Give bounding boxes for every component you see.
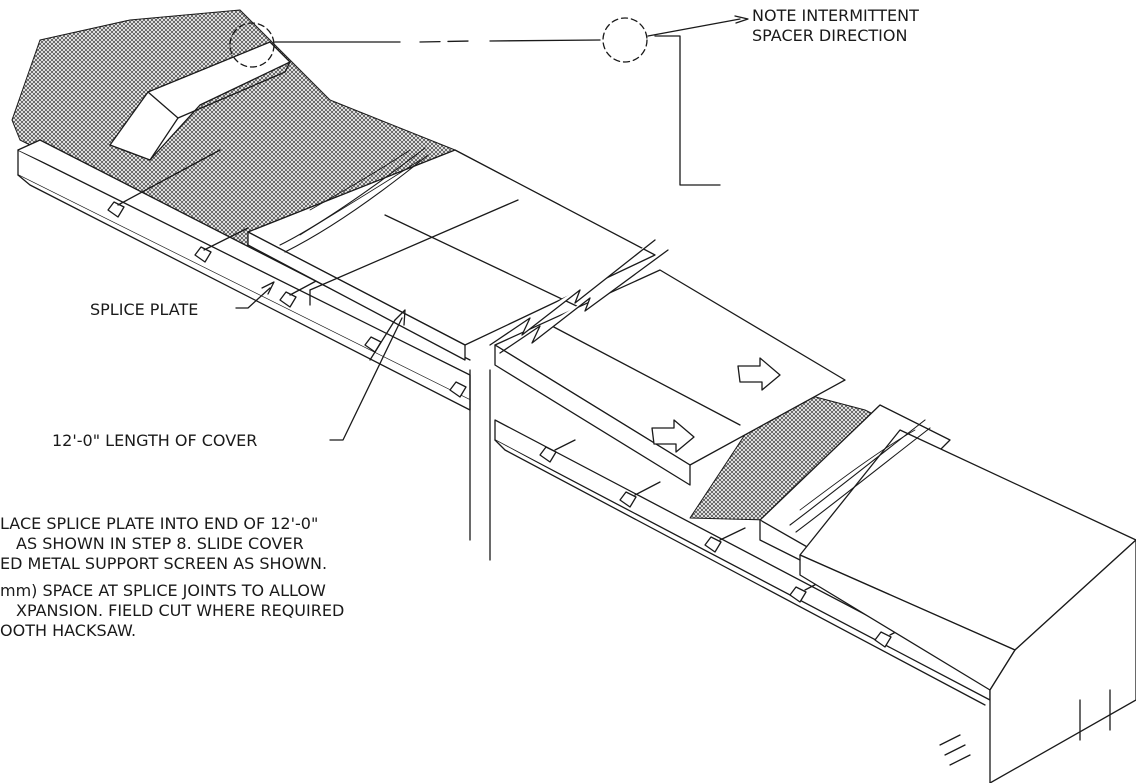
note-spacer-direction-label: NOTE INTERMITTENT SPACER DIRECTION — [752, 6, 1112, 46]
instruction-line-5: XPANSION. FIELD CUT WHERE REQUIRED — [16, 601, 345, 620]
spacer-detail-callout — [229, 15, 749, 186]
cover-length-label: 12'-0" LENGTH OF COVER — [52, 431, 258, 450]
weld-bead-left — [279, 147, 429, 253]
splice-plate-leader — [235, 281, 275, 309]
instruction-line-4: mm) SPACE AT SPLICE JOINTS TO ALLOW — [0, 581, 326, 600]
instruction-line-6: OOTH HACKSAW. — [0, 621, 137, 640]
cover-length-leader — [329, 309, 406, 441]
instruction-line-2: AS SHOWN IN STEP 8. SLIDE COVER — [16, 534, 304, 553]
splice-plate-label: SPLICE PLATE — [90, 300, 199, 319]
cover-section-middle — [494, 269, 846, 486]
splice-plate-arrow-2 — [369, 319, 396, 361]
instruction-text-block: LACE SPLICE PLATE INTO END OF 12'-0" AS … — [0, 514, 344, 641]
instruction-line-1: LACE SPLICE PLATE INTO END OF 12'-0" — [0, 514, 319, 533]
base-tray-left — [17, 139, 471, 411]
instruction-line-3: ED METAL SUPPORT SCREEN AS SHOWN. — [0, 554, 328, 573]
spacer-ridge — [109, 41, 291, 161]
end-support-legs — [939, 689, 1111, 766]
weld-bead-right — [789, 419, 931, 533]
note-line-1: NOTE INTERMITTENT — [752, 6, 919, 25]
cover-section-right — [759, 404, 1136, 783]
slide-direction-arrow-2 — [651, 419, 695, 453]
note-line-2: SPACER DIRECTION — [752, 26, 908, 45]
break-lines — [469, 239, 669, 561]
slide-direction-arrow-1 — [737, 357, 781, 391]
